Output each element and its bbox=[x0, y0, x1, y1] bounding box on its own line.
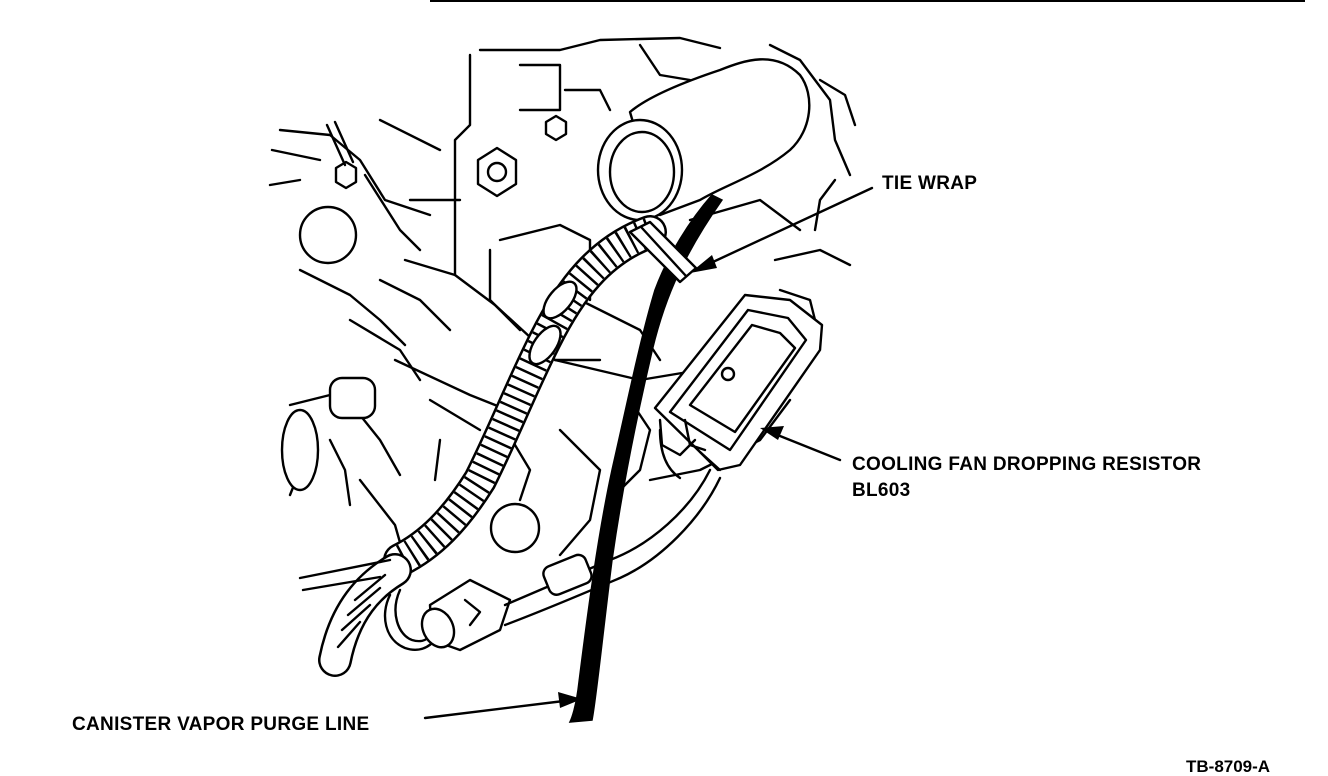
resistor-arrowhead bbox=[760, 426, 784, 440]
tie-wrap-arrowhead bbox=[690, 255, 717, 273]
leader-lines bbox=[423, 186, 874, 720]
cooling-fan-dropping-resistor bbox=[653, 293, 824, 472]
resistor-label-line1: COOLING FAN DROPPING RESISTOR bbox=[852, 454, 1201, 475]
tie-wrap-label: TIE WRAP bbox=[882, 173, 977, 194]
purge-line-label: CANISTER VAPOR PURGE LINE bbox=[72, 714, 369, 735]
resistor-label-line2: BL603 bbox=[852, 480, 911, 501]
canister-vapor-purge-line bbox=[568, 194, 724, 723]
figure-code: TB-8709-A bbox=[1186, 757, 1270, 776]
purge-line-arrowhead bbox=[558, 692, 582, 708]
corrugated-wire-harness bbox=[383, 215, 698, 577]
radiator-hose bbox=[596, 58, 811, 222]
engine-bolts bbox=[280, 114, 568, 554]
wire-connectors bbox=[298, 428, 722, 677]
